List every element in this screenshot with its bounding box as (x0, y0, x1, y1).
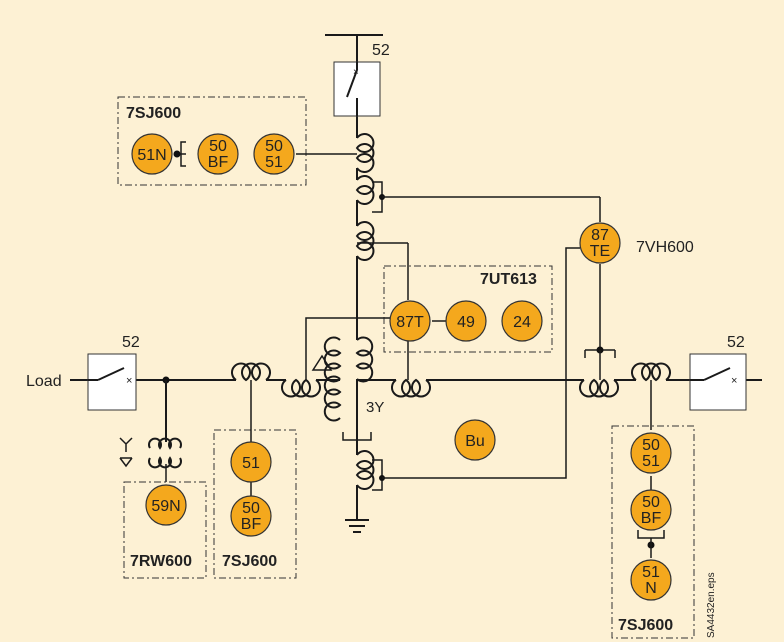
svg-text:×: × (731, 375, 737, 387)
relay-label: 51 (642, 453, 660, 470)
breaker-label-left: 52 (122, 334, 140, 351)
relay-group-7sj600-mid: 7SJ600 (213, 380, 297, 579)
relay-label: 51 (242, 455, 260, 472)
breaker-52-top[interactable]: × (333, 61, 381, 117)
relay-label: BF (641, 510, 662, 527)
device-label-7vh600: 7VH600 (636, 239, 694, 256)
relay-group-7sj600-top: 7SJ600 (117, 96, 357, 186)
relay-r51n-top: 51N (131, 133, 173, 175)
relay-label: 51N (137, 147, 166, 164)
relay-r51n-right: 51N (630, 559, 672, 601)
relay-label: 51 (642, 564, 660, 581)
neutral-to-ground (342, 394, 385, 533)
relay-r24: 24 (501, 300, 543, 342)
breaker-52-right[interactable]: × (689, 353, 747, 411)
svg-text:×: × (353, 67, 359, 78)
current-transformers-hv (355, 133, 375, 340)
relay-rbu: Bu (454, 419, 496, 461)
device-label-7ut613: 7UT613 (480, 271, 537, 288)
relay-r49: 49 (445, 300, 487, 342)
breaker-label-right: 52 (727, 334, 745, 351)
relay-label: 50 (265, 138, 283, 155)
load-label: Load (26, 373, 62, 390)
device-label-7rw600: 7RW600 (130, 553, 192, 570)
relay-label: 50 (642, 437, 660, 454)
relay-r87t: 87T (389, 300, 431, 342)
main-bus-horizontal (70, 362, 762, 398)
relay-87te-wiring (382, 196, 616, 479)
relay-label: Bu (465, 433, 485, 450)
relay-group-7sj600-right: 7SJ600 (611, 380, 695, 639)
relay-label: 87T (396, 314, 424, 331)
relay-group-7ut613: 7UT613 (305, 242, 553, 380)
svg-text:×: × (126, 375, 132, 387)
relay-group-7rw600: 7RW600 (123, 481, 207, 579)
device-label-7sj600-top: 7SJ600 (126, 105, 181, 122)
relay-label: 50 (642, 494, 660, 511)
file-reference: SA4432en.eps (706, 572, 717, 638)
relay-label: 24 (513, 314, 531, 331)
device-label-7sj600-mid: 7SJ600 (222, 553, 277, 570)
delta-symbol (311, 354, 333, 371)
voltage-transformer (119, 376, 182, 482)
device-label-7sj600-right: 7SJ600 (618, 617, 673, 634)
breaker-label-top: 52 (372, 42, 390, 59)
relay-label: BF (208, 154, 229, 171)
relay-label: 59N (151, 498, 180, 515)
relay-label: 49 (457, 314, 475, 331)
relay-label: 50 (209, 138, 227, 155)
relay-label: BF (241, 516, 262, 533)
power-transformer (311, 336, 374, 422)
relay-label: 51 (265, 154, 283, 171)
relay-r51-mid: 51 (230, 441, 272, 483)
relay-r59n: 59N (145, 484, 187, 526)
relay-label: N (645, 580, 657, 597)
breaker-52-left[interactable]: × (87, 353, 137, 411)
winding-label: 3Y (366, 399, 384, 416)
relay-label: 50 (242, 500, 260, 517)
relay-label: TE (590, 243, 610, 260)
relay-label: 87 (591, 227, 609, 244)
